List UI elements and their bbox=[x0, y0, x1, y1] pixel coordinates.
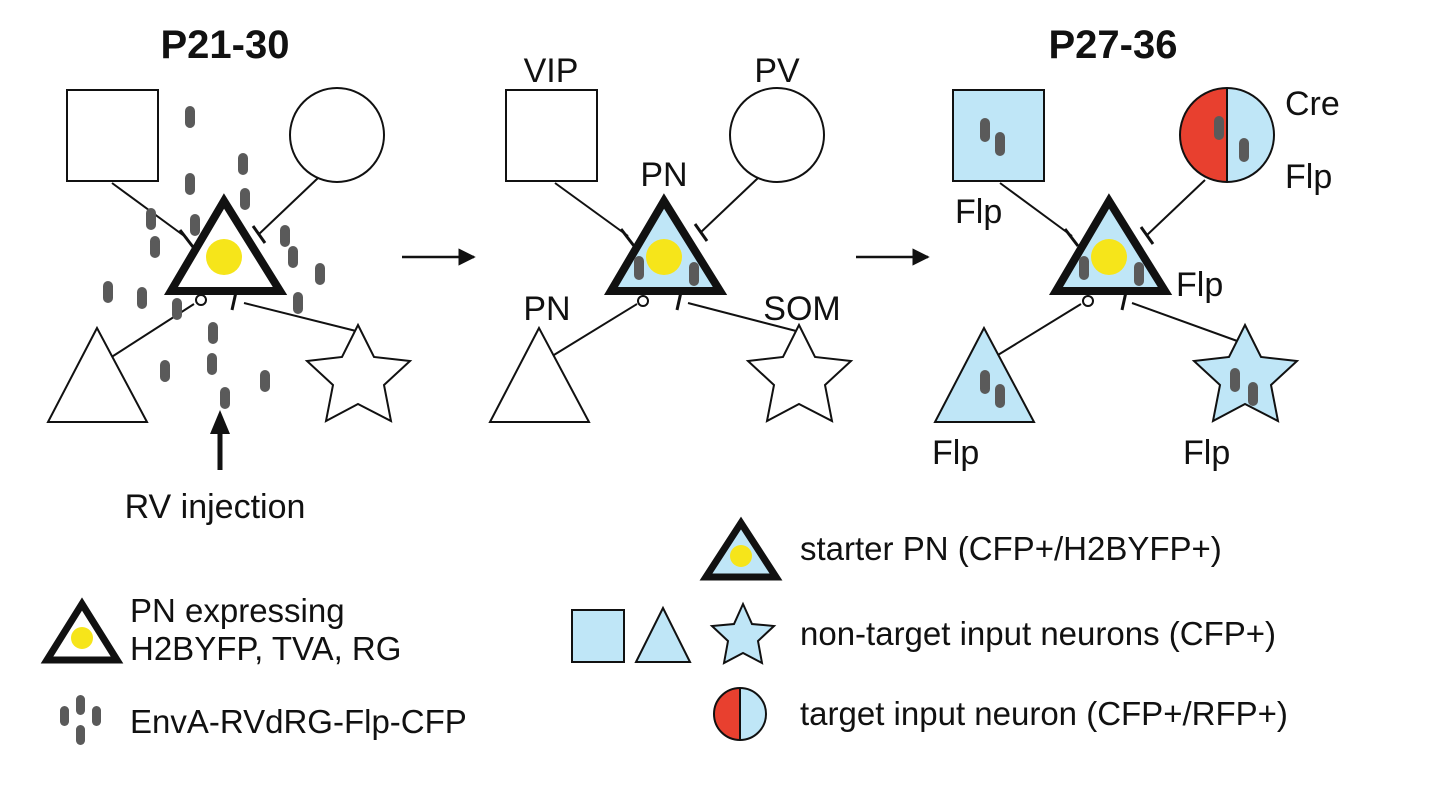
panel-1-star-neuron bbox=[304, 322, 413, 423]
panel-1-virus-particles bbox=[103, 106, 325, 409]
panel-1-nucleus bbox=[206, 239, 242, 275]
panel-3-title: P27-36 bbox=[1049, 23, 1178, 67]
panel-2-connections bbox=[548, 177, 801, 359]
legend-target-icon bbox=[713, 687, 767, 741]
legend-right: starter PN (CFP+/H2BYFP+) non-target inp… bbox=[571, 516, 1288, 741]
legend-non-target-label: non-target input neurons (CFP+) bbox=[800, 615, 1276, 652]
legend-starter-nucleus bbox=[730, 545, 752, 567]
panel-3-triangle-virus bbox=[980, 370, 1005, 408]
vip-neuron bbox=[505, 89, 598, 182]
legend-target-label: target input neuron (CFP+/RFP+) bbox=[800, 695, 1288, 732]
legend-left: PN expressing H2BYFP, TVA, RG EnvA-RVdRG… bbox=[40, 592, 467, 745]
injection-arrowhead bbox=[210, 410, 230, 434]
legend-star-icon bbox=[709, 601, 777, 665]
legend-virus-label: EnvA-RVdRG-Flp-CFP bbox=[130, 703, 467, 740]
label-vip: VIP bbox=[524, 52, 579, 90]
panel-2-bouton bbox=[637, 295, 649, 307]
label-som: SOM bbox=[763, 290, 840, 328]
panel-1-circle-neuron bbox=[289, 87, 385, 183]
label-flp-triangle: Flp bbox=[932, 434, 979, 472]
panel-3-square-virus bbox=[980, 118, 1005, 156]
pn-input-neuron bbox=[488, 325, 591, 423]
legend-starter-label: starter PN (CFP+/H2BYFP+) bbox=[800, 530, 1222, 567]
som-neuron bbox=[745, 322, 854, 423]
legend-triangle-icon bbox=[634, 605, 692, 663]
panel-2-virus-in-cell bbox=[634, 256, 699, 286]
panel-1: P21-30 bbox=[46, 23, 413, 526]
legend-virus-icon bbox=[60, 695, 101, 745]
panel-1-bouton bbox=[195, 294, 207, 306]
panel-1-square-neuron bbox=[66, 89, 159, 182]
label-pv: PV bbox=[754, 52, 800, 90]
panel-1-triangle-neuron bbox=[46, 325, 149, 423]
injection-label: RV injection bbox=[125, 488, 306, 526]
label-pn-input: PN bbox=[523, 290, 570, 328]
legend-pn-nucleus bbox=[71, 627, 93, 649]
legend-square-icon bbox=[571, 609, 625, 663]
label-cre: Cre bbox=[1285, 85, 1340, 123]
panel-3-virus-in-cell bbox=[1079, 256, 1144, 286]
pv-neuron bbox=[729, 87, 825, 183]
legend-pn-line2: H2BYFP, TVA, RG bbox=[130, 630, 401, 667]
panel-3-star-neuron bbox=[1191, 322, 1300, 423]
target-input-neuron bbox=[1179, 87, 1275, 183]
label-flp-square: Flp bbox=[955, 193, 1002, 231]
panel-2-nucleus bbox=[646, 239, 682, 275]
panel-3-star-virus bbox=[1230, 368, 1258, 406]
label-flp-star: Flp bbox=[1183, 434, 1230, 472]
panel-3: P27-36 bbox=[932, 23, 1340, 472]
panel-3-nucleus bbox=[1091, 239, 1127, 275]
label-pn-starter: PN bbox=[640, 156, 687, 194]
label-flp-starter: Flp bbox=[1176, 266, 1223, 304]
label-flp-circle: Flp bbox=[1285, 158, 1332, 196]
panel-2: VIP PV PN PN SOM bbox=[488, 52, 854, 423]
legend-pn-line1: PN expressing bbox=[130, 592, 345, 629]
panel-3-bouton bbox=[1082, 295, 1094, 307]
panel-1-title: P21-30 bbox=[161, 23, 290, 67]
